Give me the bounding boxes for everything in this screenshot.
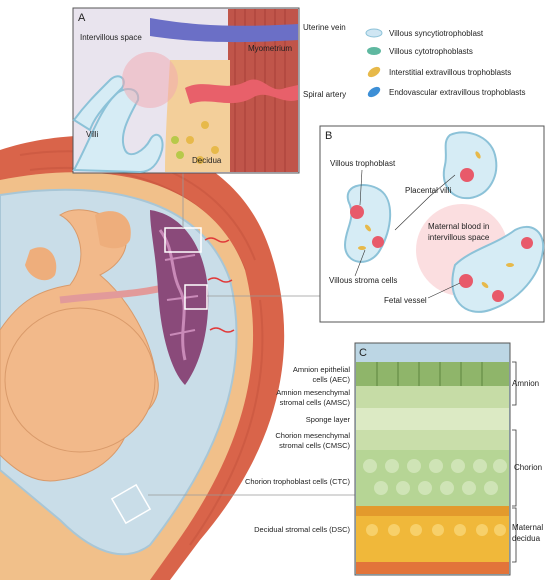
cytotrophoblast-swatch <box>367 47 381 55</box>
label-aec-2: cells (AEC) <box>312 375 350 384</box>
panel-c: C Amnion epithelial cells (AEC) Amnion m… <box>245 342 543 576</box>
legend-item-cytotrophoblasts: Villous cytotrophoblasts <box>367 47 473 56</box>
label-sponge: Sponge layer <box>306 415 351 424</box>
label-placental-villi: Placental villi <box>405 186 451 195</box>
label-villi: Villi <box>86 130 99 139</box>
label-fetal-vessel: Fetal vessel <box>384 296 427 305</box>
layer-aec <box>356 362 509 386</box>
panel-c-letter: C <box>359 347 367 359</box>
layer-amsc <box>356 386 509 408</box>
panel-a: A Intervillous space Myometrium Villi De… <box>72 7 346 174</box>
panel-b-letter: B <box>325 130 332 142</box>
layer-sponge <box>356 408 509 430</box>
layer-ctc <box>356 450 509 506</box>
cell-legend: Villous syncytiotrophoblast Villous cyto… <box>365 28 526 98</box>
panel-a-letter: A <box>78 12 86 24</box>
label-intervillous-space: Intervillous space <box>80 33 142 42</box>
label-group-maternal-1: Maternal <box>512 523 543 532</box>
svg-text:Villous cytotrophoblasts: Villous cytotrophoblasts <box>389 47 473 56</box>
placental-villus-3 <box>451 225 545 313</box>
label-villous-stroma-cells: Villous stroma cells <box>329 276 397 285</box>
label-ctc: Chorion trophoblast cells (CTC) <box>245 477 351 486</box>
label-amsc-1: Amnion mesenchymal <box>276 388 350 397</box>
label-cmsc-2: stromal cells (CMSC) <box>279 441 350 450</box>
fetus <box>0 209 159 482</box>
uterus-illustration <box>0 135 355 580</box>
label-group-chorion: Chorion <box>514 463 542 472</box>
callout-box-c <box>110 483 152 525</box>
label-group-amnion: Amnion <box>512 379 539 388</box>
label-maternal-blood-1: Maternal blood in <box>428 222 489 231</box>
panel-b: B Villous trophoblast Placental villi Ma… <box>319 125 545 323</box>
uterine-vein <box>150 18 298 43</box>
label-cmsc-1: Chorion mesenchymal <box>275 431 350 440</box>
label-myometrium: Myometrium <box>248 44 292 53</box>
layer-cmsc <box>356 430 509 450</box>
endovascular-swatch <box>367 86 381 98</box>
label-maternal-blood-2: intervillous space <box>428 233 490 242</box>
svg-text:Endovascular extravillous trop: Endovascular extravillous trophoblasts <box>389 88 526 97</box>
label-spiral-artery: Spiral artery <box>303 90 346 99</box>
label-villous-trophoblast: Villous trophoblast <box>330 159 396 168</box>
interstitial-swatch <box>367 66 381 78</box>
placental-villus-2 <box>442 131 498 200</box>
fetal-vessel <box>350 205 364 219</box>
label-aec-1: Amnion epithelial <box>293 365 350 374</box>
syncytiotrophoblast-swatch <box>365 28 383 38</box>
legend-item-endovascular: Endovascular extravillous trophoblasts <box>367 86 526 98</box>
spiral-artery <box>185 79 298 104</box>
label-amsc-2: stromal cells (AMSC) <box>280 398 351 407</box>
label-uterine-vein: Uterine vein <box>303 23 346 32</box>
callout-box-b <box>184 284 208 310</box>
svg-text:Interstitial extravillous trop: Interstitial extravillous trophoblasts <box>389 68 511 77</box>
svg-text:Villous syncytiotrophoblast: Villous syncytiotrophoblast <box>389 29 484 38</box>
legend-item-interstitial: Interstitial extravillous trophoblasts <box>367 66 511 78</box>
label-group-maternal-2: decidua <box>512 534 541 543</box>
legend-item-syncytiotrophoblast: Villous syncytiotrophoblast <box>365 28 484 38</box>
label-decidua: Decidua <box>192 156 222 165</box>
label-dsc: Decidual stromal cells (DSC) <box>254 525 350 534</box>
